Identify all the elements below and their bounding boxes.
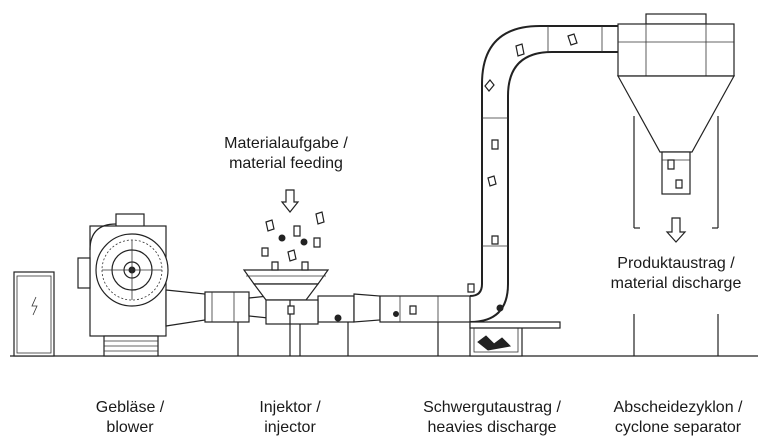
label-heavies-de: Schwergutaustrag / (423, 399, 561, 416)
blower (77, 213, 169, 357)
riser-duct (469, 25, 620, 323)
heavies-discharge (469, 321, 561, 357)
label-injector-en: injector (264, 419, 316, 436)
label-feeding-de: Materialaufgabe / (224, 135, 348, 152)
label-feeding-en: material feeding (229, 155, 343, 172)
feed-arrow (280, 189, 300, 213)
discharge-arrow (665, 217, 687, 243)
label-blower-en: blower (106, 419, 154, 436)
label-discharge-en: material discharge (611, 275, 742, 292)
cyclone-separator (616, 13, 736, 356)
material-particles (261, 33, 683, 322)
label-discharge-de: Produktaustrag / (617, 255, 735, 272)
label-blower-de: Gebläse / (96, 399, 165, 416)
label-injector-de: Injektor / (259, 399, 321, 416)
label-cyclone-en: cyclone separator (615, 419, 742, 436)
label-cyclone-de: Abscheidezyklon / (614, 399, 744, 416)
control-cabinet (13, 271, 55, 357)
label-heavies-en: heavies discharge (428, 419, 557, 436)
